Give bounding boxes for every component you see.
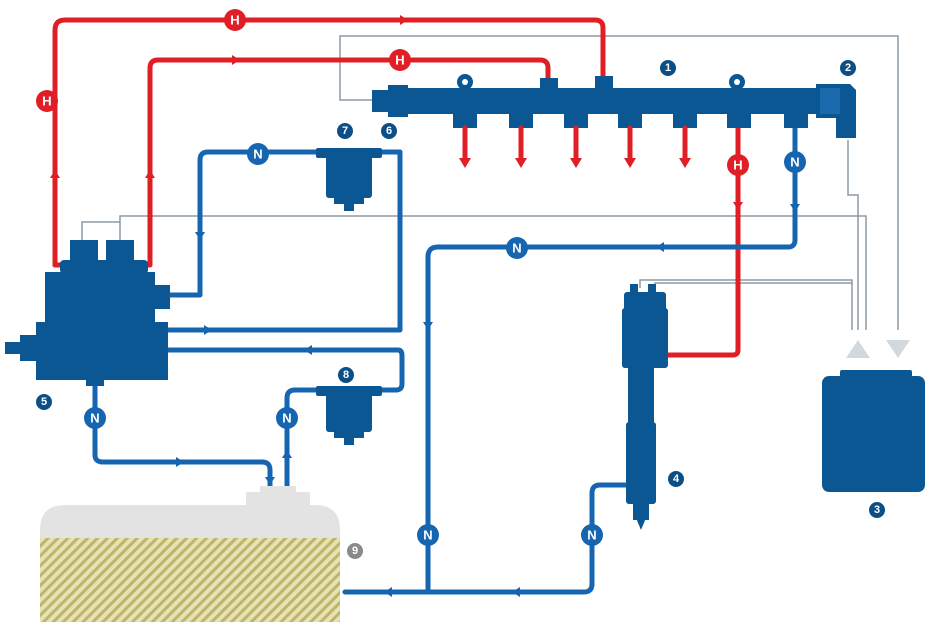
number-badge-label: 7 <box>342 125 348 137</box>
rail-outlets <box>459 125 691 168</box>
lp-rail-return <box>425 122 798 595</box>
n-badge-filter8: N <box>276 407 298 429</box>
lp-filter8-to-tank <box>284 387 323 493</box>
number-badge-label: 4 <box>673 473 680 485</box>
number-badge-label: 9 <box>352 545 358 557</box>
n-badge-label: N <box>90 411 99 426</box>
h-badge-label: H <box>42 94 51 109</box>
n-badge-label: N <box>512 241 521 256</box>
lp-arrow-1 <box>195 232 205 240</box>
n-badge-label: N <box>423 528 432 543</box>
h-badge-label: H <box>733 158 742 173</box>
signal-wires <box>81 35 899 330</box>
lp-pump-to-filter7 <box>165 149 323 298</box>
h-badge-top: H <box>224 9 246 31</box>
component-number-badges: 1 2 3 4 5 6 7 8 <box>36 60 885 559</box>
number-badge-8: 8 <box>338 367 354 383</box>
injector <box>622 284 668 530</box>
lp-pump-return <box>92 377 273 491</box>
number-badge-3: 3 <box>869 502 885 518</box>
wire-pump-split <box>81 221 120 240</box>
high-pressure-pump <box>5 240 170 386</box>
lp-arrow-10 <box>512 587 520 597</box>
low-pressure-badges: N N N N N N N <box>84 143 806 546</box>
wire-injector-2 <box>654 282 852 288</box>
hp-arrow-inner <box>232 55 240 65</box>
number-badge-2: 2 <box>840 60 856 76</box>
n-badge-return: N <box>506 237 528 259</box>
ecu-output-arrow <box>886 340 910 358</box>
n-badge-label: N <box>253 147 262 162</box>
number-badge-label: 6 <box>386 125 392 137</box>
h-badge-injector: H <box>727 154 749 176</box>
wire-ecu-to-pump <box>119 215 867 330</box>
number-badge-label: 8 <box>343 369 349 381</box>
n-badge-filter7: N <box>247 143 269 165</box>
lp-arrow-7 <box>790 204 800 212</box>
fuel-level <box>40 538 340 622</box>
number-badge-7: 7 <box>337 123 353 139</box>
n-badge-label: N <box>282 411 291 426</box>
lp-filter7-to-pump <box>165 149 403 333</box>
lp-arrow-8 <box>656 242 664 252</box>
wire-ecu-to-rail-top <box>339 35 899 330</box>
wire-ecu-to-injector <box>639 279 853 330</box>
lp-arrow-5 <box>176 457 184 467</box>
number-badge-5: 5 <box>36 394 52 410</box>
number-badge-label: 1 <box>665 62 671 74</box>
pressure-control-valve <box>816 84 856 138</box>
lp-arrow-6 <box>265 477 275 485</box>
n-badge-label: N <box>790 155 799 170</box>
ecu <box>822 340 925 492</box>
h-badge-label: H <box>395 53 404 68</box>
lp-arrow-11 <box>384 587 392 597</box>
hp-line-rail-to-injector <box>665 122 741 358</box>
n-badge-rail: N <box>784 151 806 173</box>
h-badge-inner: H <box>389 49 411 71</box>
n-badge-pump: N <box>84 407 106 429</box>
lp-arrow-3 <box>304 345 312 355</box>
fuel-filter-7 <box>316 148 382 211</box>
number-badge-9: 9 <box>347 543 363 559</box>
hp-line-inner <box>137 57 551 268</box>
fuel-tank <box>40 486 340 622</box>
number-badge-label: 2 <box>845 62 851 74</box>
hp-arrow-inner-up <box>145 170 155 178</box>
hp-line-outer <box>52 17 606 268</box>
n-badge-injector-return: N <box>581 524 603 546</box>
lp-arrow-9 <box>423 322 433 330</box>
h-badge-left: H <box>36 90 58 112</box>
number-badge-6: 6 <box>381 123 397 139</box>
number-badge-4: 4 <box>668 471 684 487</box>
hp-arrow-down <box>733 202 743 210</box>
hp-arrow-top <box>400 15 408 25</box>
number-badge-label: 3 <box>874 504 880 516</box>
number-badge-label: 5 <box>41 396 47 408</box>
h-badge-label: H <box>230 13 239 28</box>
lp-arrow-4 <box>282 450 292 458</box>
lp-arrow-2 <box>204 325 212 335</box>
common-rail <box>372 74 820 128</box>
wire-ecu-to-sensor <box>847 140 859 330</box>
n-badge-label: N <box>587 528 596 543</box>
high-pressure-badges: H H H H <box>36 9 749 176</box>
n-badge-tank-return: N <box>417 524 439 546</box>
number-badge-1: 1 <box>660 60 676 76</box>
low-pressure-lines <box>92 122 800 597</box>
lp-filter8-loop <box>165 347 405 393</box>
fuel-filter-8 <box>316 386 382 445</box>
ecu-input-arrow <box>846 340 870 358</box>
hp-arrow-left-up <box>50 170 60 178</box>
